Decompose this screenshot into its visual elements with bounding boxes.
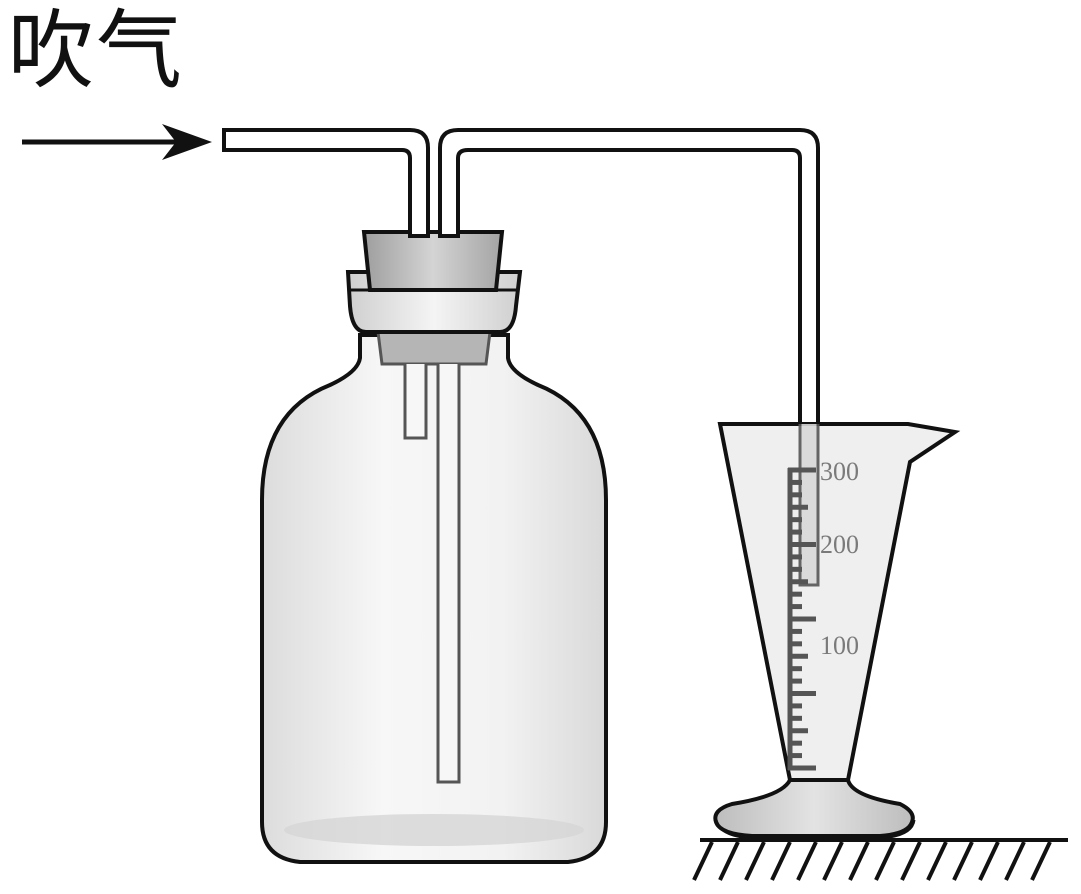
short-tube [403,364,428,440]
blow-label: 吹气 [8,1,184,101]
ground-hatch-line [796,841,818,881]
inlet-tube [222,128,430,238]
rubber-stopper [361,230,505,292]
stopper-inner [376,330,492,366]
ground-hatch-line [822,841,844,881]
ground-hatch-line [744,841,766,881]
scale-label-100: 100 [820,631,859,660]
submerged-tube [798,424,820,587]
long-tube [436,364,461,784]
ground [692,838,1068,881]
ground-hatch-line [1030,841,1052,881]
ground-hatch-line [926,841,948,881]
blow-arrow [22,124,212,160]
ground-hatch-line [900,841,922,881]
ground-hatch-line [978,841,1000,881]
ground-hatch-line [692,841,714,881]
measuring-cylinder [713,422,961,840]
cylinder-scale-marks [787,467,816,771]
ground-hatch-line [718,841,740,881]
scale-label-200: 200 [820,530,859,559]
ground-hatch-line [874,841,896,881]
ground-hatch-line [848,841,870,881]
ground-hatch-line [770,841,792,881]
ground-hatch-line [1004,841,1026,881]
ground-hatch-line [952,841,974,881]
scale-label-300: 300 [820,457,859,486]
gas-bottle [260,333,608,864]
